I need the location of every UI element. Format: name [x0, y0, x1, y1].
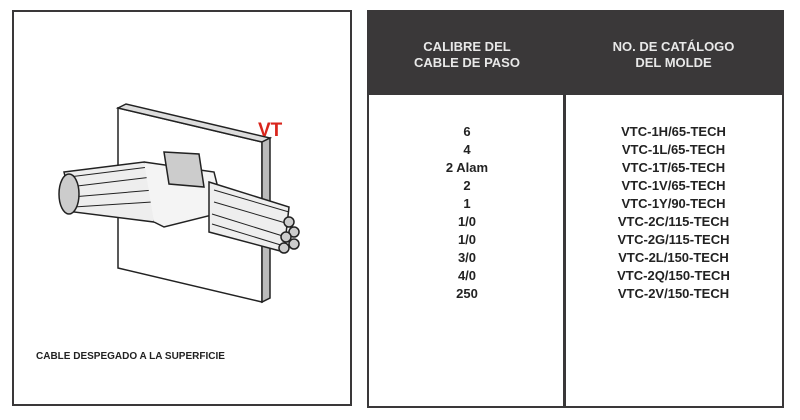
- catalog-number-cell: VTC-1Y/90-TECH: [621, 196, 726, 211]
- header-line: NO. DE CATÁLOGO: [612, 39, 735, 54]
- catalog-number-cell: VTC-1H/65-TECH: [621, 124, 726, 139]
- gauge-cell: 6: [463, 124, 471, 139]
- catalog-number-cell: VTC-2G/115-TECH: [617, 232, 730, 247]
- gauge-cell: 2: [463, 178, 471, 193]
- catalog-number-cell: VTC-2Q/150-TECH: [617, 268, 730, 283]
- catalog-number-cell: VTC-1T/65-TECH: [621, 160, 726, 175]
- gauge-cell: 2 Alam: [445, 160, 489, 175]
- catalog-column: VTC-1H/65-TECH VTC-1L/65-TECH VTC-1T/65-TE…: [565, 123, 782, 303]
- gauge-cell: 1: [463, 196, 471, 211]
- header-line: CABLE DE PASO: [414, 55, 520, 70]
- gauge-column: 6 4 2 Alam 2 1 1/0 1/0 3/0 4/0 250: [369, 123, 565, 303]
- gauge-cell: 4/0: [457, 268, 477, 283]
- gauge-cell: 250: [456, 286, 478, 301]
- gauge-cell: 4: [463, 142, 471, 157]
- catalog-number-cell: VTC-2V/150-TECH: [617, 286, 730, 301]
- catalog-number-cell: VTC-2C/115-TECH: [617, 214, 730, 229]
- gauge-cell: 1/0: [457, 232, 477, 247]
- catalog-number-cell: VTC-2L/150-TECH: [618, 250, 729, 265]
- header-line: DEL MOLDE: [635, 55, 712, 70]
- column-divider: [563, 95, 566, 406]
- gauge-cell: 3/0: [457, 250, 477, 265]
- catalog-number-cell: VTC-1L/65-TECH: [621, 142, 726, 157]
- figure-label: VT: [258, 120, 283, 141]
- gauge-cell: 1/0: [457, 214, 477, 229]
- figure-caption: CABLE DESPEGADO A LA SUPERFICIE: [36, 351, 225, 362]
- header-line: CALIBRE DEL: [423, 39, 511, 54]
- cable-connection-illustration: [58, 103, 300, 304]
- illustration-panel: VT CABLE DESPEGADO A LA SUPERFICIE: [12, 10, 352, 406]
- catalog-number-cell: VTC-1V/65-TECH: [621, 178, 726, 193]
